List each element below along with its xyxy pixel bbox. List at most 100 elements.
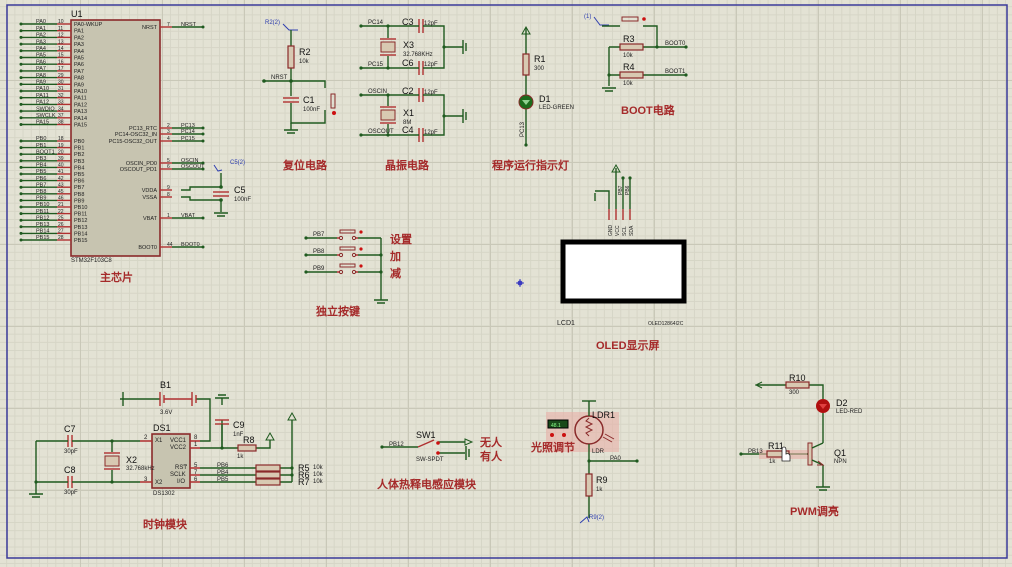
q1-base bbox=[807, 442, 813, 466]
svg-text:PC15-OSC32_OUT: PC15-OSC32_OUT bbox=[109, 139, 158, 145]
svg-text:40: 40 bbox=[58, 163, 64, 169]
oled-vcc-arrow-icon bbox=[611, 163, 621, 173]
x3-body bbox=[380, 41, 396, 53]
svg-text:Q1: Q1 bbox=[834, 448, 846, 458]
pwm-circuit[interactable]: R10 300 D2 LED-RED PB13 R11 1k Q1 NPN bbox=[739, 373, 863, 491]
svg-text:8M: 8M bbox=[403, 120, 411, 126]
svg-text:I/O: I/O bbox=[177, 479, 185, 485]
boot-probe-icon[interactable] bbox=[593, 16, 609, 26]
svg-text:PB7: PB7 bbox=[313, 232, 325, 238]
ldr-decrease-button[interactable] bbox=[550, 433, 554, 437]
svg-text:300: 300 bbox=[534, 66, 545, 72]
clock-module[interactable]: DS1 DS1302 X1 X2 VCC1 VCC2 RST SCLK I/O … bbox=[29, 380, 324, 498]
boot-button[interactable] bbox=[621, 16, 639, 22]
sw1-switch[interactable] bbox=[417, 439, 435, 448]
svg-text:PC14: PC14 bbox=[181, 129, 195, 135]
crystal-circuit[interactable]: PC14 PC15 OSCIN OSCOUT C3 12pF C6 12pF C… bbox=[359, 17, 467, 142]
key-button[interactable] bbox=[339, 263, 356, 268]
svg-text:(1)[interactable]: (1) bbox=[584, 14, 591, 20]
pir-sensor[interactable]: PB12 SW1 SW-SPDT 无人 有人 bbox=[380, 430, 503, 463]
svg-text:PA7: PA7 bbox=[36, 66, 46, 72]
key-button[interactable] bbox=[339, 229, 356, 234]
svg-text:PA1: PA1 bbox=[74, 29, 84, 35]
boot-circuit[interactable]: (1) R3 10k R4 10k BOOT0 BOOT1 bbox=[584, 14, 688, 92]
ldr-circuit[interactable]: 48.1 LDR1 LDR PA0 R9 1k R9(2) bbox=[546, 400, 639, 524]
svg-text:VCC2: VCC2 bbox=[170, 445, 187, 451]
svg-text:10k: 10k bbox=[313, 479, 324, 485]
key-button[interactable] bbox=[339, 246, 356, 251]
svg-text:NPN: NPN bbox=[834, 459, 847, 465]
svg-text:5: 5 bbox=[194, 463, 198, 469]
svg-text:PC15: PC15 bbox=[368, 62, 384, 68]
svg-text:R6: R6 bbox=[298, 470, 310, 480]
svg-text:R9(2)[interactable]: R9(2) bbox=[589, 515, 604, 521]
svg-text:PB14: PB14 bbox=[74, 231, 87, 237]
svg-text:SW-SPDT: SW-SPDT bbox=[416, 457, 444, 463]
c5-probe[interactable]: C5(2) bbox=[230, 160, 245, 166]
run-led-circuit[interactable]: R1 300 D1 LED-GREEN PC13 bbox=[518, 25, 574, 147]
reset-circuit[interactable]: R2(2) R2 10k NRST C1 100nF bbox=[262, 20, 336, 134]
svg-text:X2: X2 bbox=[155, 480, 163, 486]
svg-text:PB8: PB8 bbox=[313, 249, 325, 255]
r2-probe-icon[interactable] bbox=[282, 23, 298, 31]
r9-probe-icon[interactable] bbox=[579, 516, 590, 524]
reset-button[interactable] bbox=[330, 93, 336, 109]
keys-ground-icon bbox=[374, 299, 388, 304]
r2-probe[interactable]: R2(2) bbox=[265, 20, 280, 26]
svg-text:25: 25 bbox=[58, 215, 64, 221]
oled-display[interactable]: PB7 PB6 GND VCC SCL SDA LCD1 OLED12864I2… bbox=[557, 163, 687, 327]
c5-probe-icon[interactable] bbox=[213, 164, 223, 172]
svg-text:2: 2 bbox=[167, 123, 170, 129]
svg-text:10k: 10k bbox=[313, 465, 324, 471]
svg-text:C8: C8 bbox=[64, 465, 76, 475]
ldr-increase-button[interactable] bbox=[562, 433, 566, 437]
